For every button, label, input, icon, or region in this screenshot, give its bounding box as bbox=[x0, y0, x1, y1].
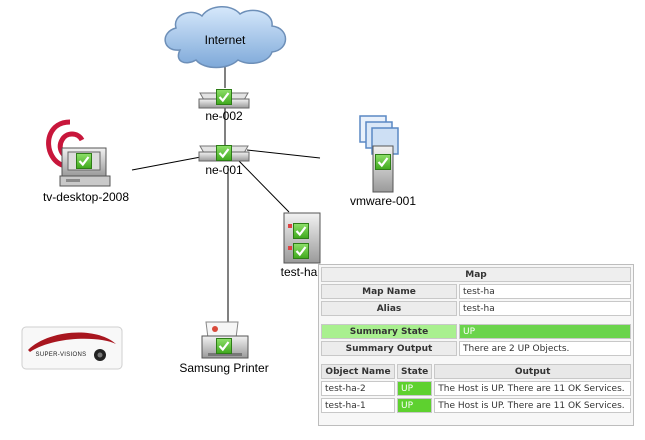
switch-icon-ne002[interactable] bbox=[198, 89, 250, 109]
node-label-tvdesktop: tv-desktop-2008 bbox=[42, 190, 130, 204]
switch-icon-ne001[interactable] bbox=[198, 145, 250, 162]
desktop-icon-tvdesktop[interactable] bbox=[46, 119, 111, 187]
alias-key: Alias bbox=[321, 301, 457, 316]
node-label-testha: test-ha bbox=[280, 265, 318, 279]
node-label-ne002: ne-002 bbox=[205, 109, 243, 123]
state-cell: UP bbox=[397, 381, 433, 396]
alias-value: test-ha bbox=[459, 301, 631, 316]
vmware-server-icon[interactable] bbox=[359, 115, 399, 193]
summary-state-key: Summary State bbox=[321, 324, 457, 339]
summary-output-key: Summary Output bbox=[321, 341, 457, 356]
popup-summary-table: Map Map Name test-ha Alias test-ha Summa… bbox=[319, 265, 633, 358]
node-label-vmware: vmware-001 bbox=[349, 194, 417, 208]
hover-menu-popup: Map Map Name test-ha Alias test-ha Summa… bbox=[318, 264, 634, 426]
object-name-cell: test-ha-1 bbox=[321, 398, 395, 413]
popup-objects-table: Object Name State Output test-ha-2 UP Th… bbox=[319, 362, 633, 415]
col-output: Output bbox=[434, 364, 631, 379]
map-name-key: Map Name bbox=[321, 284, 457, 299]
table-row[interactable]: test-ha-2 UP The Host is UP. There are 1… bbox=[321, 381, 631, 396]
state-cell: UP bbox=[397, 398, 433, 413]
node-label-printer: Samsung Printer bbox=[179, 361, 269, 375]
col-state: State bbox=[397, 364, 433, 379]
link-ne001-vmware bbox=[246, 149, 321, 159]
super-visions-logo bbox=[21, 326, 123, 370]
summary-output-value: There are 2 UP Objects. bbox=[459, 341, 631, 356]
internet-cloud-icon[interactable] bbox=[164, 6, 287, 69]
output-cell: The Host is UP. There are 11 OK Services… bbox=[434, 381, 631, 396]
link-ne001-tvdesktop bbox=[131, 155, 207, 171]
map-links bbox=[131, 66, 321, 325]
node-label-ne001: ne-001 bbox=[205, 163, 243, 177]
printer-icon[interactable] bbox=[201, 321, 249, 359]
summary-state-value: UP bbox=[459, 324, 631, 339]
output-cell: The Host is UP. There are 11 OK Services… bbox=[434, 398, 631, 413]
internet-label: Internet bbox=[204, 33, 246, 47]
logo-text: SUPER-VISIONS bbox=[35, 352, 87, 358]
col-object-name: Object Name bbox=[321, 364, 395, 379]
server-icon-testha[interactable] bbox=[283, 212, 321, 264]
link-ne001-testha bbox=[237, 159, 290, 213]
object-name-cell: test-ha-2 bbox=[321, 381, 395, 396]
table-row[interactable]: test-ha-1 UP The Host is UP. There are 1… bbox=[321, 398, 631, 413]
map-name-value: test-ha bbox=[459, 284, 631, 299]
popup-title: Map bbox=[321, 267, 631, 282]
